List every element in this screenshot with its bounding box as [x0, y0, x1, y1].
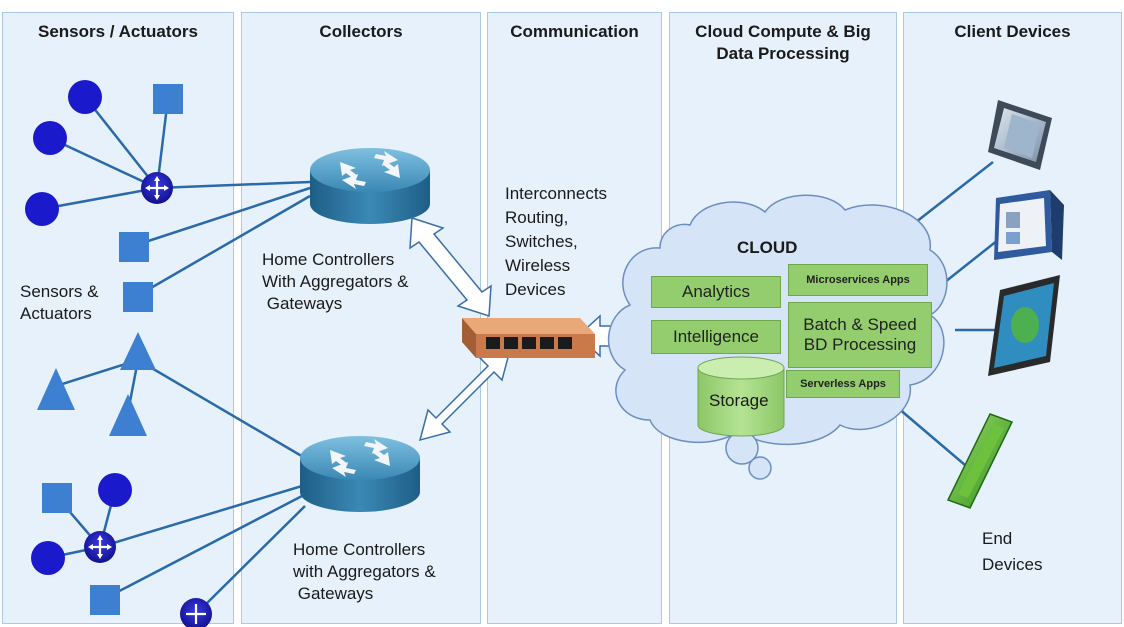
column-title-sensors: Sensors / Actuators — [38, 22, 198, 41]
handheld-device-icon — [946, 413, 1014, 509]
serverless-box: Serverless Apps — [786, 370, 900, 398]
column-collectors: Collectors — [241, 12, 481, 624]
label-sensors-actuators: Sensors & Actuators — [20, 282, 99, 323]
label-interconnects: Interconnects Routing, Switches, Wireles… — [505, 184, 608, 299]
label-cloud: CLOUD — [737, 238, 798, 257]
tablet-icon — [994, 190, 1064, 260]
analytics-box: Analytics — [651, 276, 781, 308]
column-title-cloud: Cloud Compute & Big Data Processing — [695, 22, 871, 63]
tablet-icon — [988, 275, 1060, 376]
microservices-box: Microservices Apps — [788, 264, 928, 296]
storage-cylinder-icon — [697, 356, 785, 437]
column-title-clients: Client Devices — [954, 22, 1071, 41]
label-end-devices: End Devices — [982, 529, 1043, 574]
router-icon — [300, 148, 430, 512]
column-title-communication: Communication — [510, 22, 639, 41]
sensor-circle-icon — [25, 80, 132, 575]
tablet-icon — [988, 100, 1052, 170]
column-title-collectors: Collectors — [319, 22, 403, 41]
sensor-links-top — [41, 96, 311, 298]
client-links — [897, 161, 999, 466]
triangle-sensor-icon — [37, 332, 156, 436]
intelligence-box: Intelligence — [651, 320, 781, 354]
storage-label: Storage — [709, 391, 769, 410]
column-sensors: Sensors / Actuators — [2, 12, 234, 624]
switch-icon — [462, 318, 595, 358]
batch-processing-box: Batch & Speed BD Processing — [788, 302, 932, 368]
label-home-controllers-top: Home Controllers With Aggregators & Gate… — [262, 250, 409, 313]
actuator-square-icon — [42, 84, 183, 615]
triangle-links — [55, 358, 306, 460]
hub-icon — [84, 172, 212, 627]
label-home-controllers-bottom: Home Controllers with Aggregators & Gate… — [293, 540, 436, 603]
